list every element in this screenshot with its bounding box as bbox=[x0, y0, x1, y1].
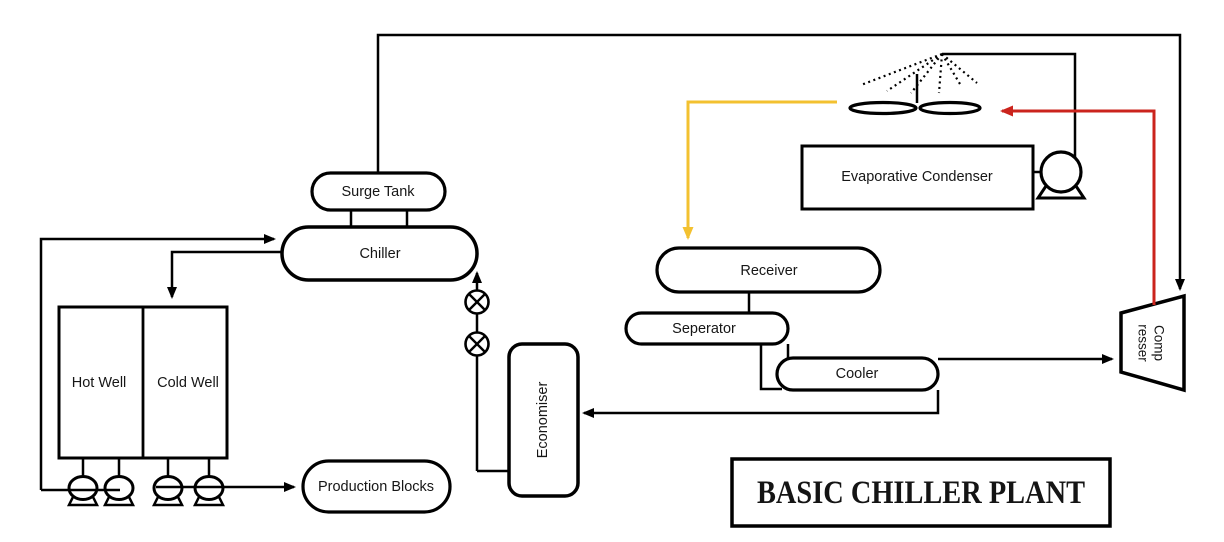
seperator-node bbox=[624, 311, 790, 346]
title-block: BASIC CHILLER PLANT bbox=[730, 457, 1112, 528]
evaporative-condenser-label: Evaporative Condenser bbox=[841, 169, 993, 185]
fan-blade-right bbox=[918, 100, 982, 116]
title-box bbox=[730, 457, 1112, 528]
surge-tank-label: Surge Tank bbox=[341, 184, 415, 200]
pipe-spray-to-condenser-pump bbox=[942, 52, 1077, 157]
economiser-label: Economiser bbox=[535, 382, 551, 459]
chiller-label: Chiller bbox=[359, 246, 400, 262]
pump-icon bbox=[151, 458, 185, 507]
evaporative-condenser-box bbox=[800, 144, 1035, 211]
pipe-hot-well-to-chiller bbox=[39, 234, 276, 490]
pump-icon bbox=[192, 458, 226, 507]
cooler-label: Cooler bbox=[836, 366, 879, 382]
diagram-title: BASIC CHILLER PLANT bbox=[757, 475, 1085, 511]
pump-body bbox=[67, 475, 99, 501]
hot-well-label: Hot Well bbox=[72, 375, 127, 391]
production-blocks-label: Production Blocks bbox=[318, 479, 434, 495]
valve-icon bbox=[464, 331, 490, 357]
pipe-seperator-to-cooler-bottom bbox=[759, 344, 782, 391]
valve-cross bbox=[468, 335, 486, 353]
pump-icon bbox=[66, 458, 100, 507]
pipes-colored bbox=[682, 100, 1156, 305]
compressor-node bbox=[1119, 293, 1186, 393]
valves bbox=[464, 289, 490, 357]
receiver-node bbox=[655, 246, 882, 294]
chiller-node bbox=[280, 225, 479, 282]
fan-blade-left bbox=[848, 100, 918, 116]
valve-icon bbox=[464, 289, 490, 315]
well-tank: Hot Well Cold Well bbox=[57, 305, 229, 460]
production-blocks-node bbox=[301, 459, 452, 514]
pipes-over-pumps bbox=[41, 482, 296, 492]
spray-ray bbox=[937, 53, 944, 94]
pipe-chiller-to-cold-well bbox=[167, 250, 282, 299]
spray-ray bbox=[886, 53, 943, 92]
pipe-surge-tank-to-compressor bbox=[376, 33, 1185, 291]
seperator-label: Seperator bbox=[672, 321, 736, 337]
receiver-label: Receiver bbox=[740, 263, 797, 279]
condenser-pump-icon bbox=[1035, 150, 1087, 200]
pipe-condenser-to-receiver-yellow bbox=[682, 100, 837, 240]
pipe-compressor-to-condenser-red bbox=[1000, 105, 1156, 305]
vessel-labels: Surge Tank Chiller Receiver Seperator Co… bbox=[318, 184, 1167, 495]
spray-icon bbox=[860, 52, 978, 94]
pipes-black bbox=[39, 33, 1185, 490]
spray-ray bbox=[941, 53, 961, 85]
spray-ray bbox=[860, 52, 943, 87]
pump-icon bbox=[102, 458, 136, 507]
fan-icon bbox=[848, 100, 982, 116]
pump-body bbox=[1039, 150, 1083, 194]
economiser-node bbox=[507, 342, 580, 498]
well-pumps bbox=[66, 458, 226, 507]
compressor-label-line2: resser bbox=[1136, 324, 1151, 362]
pump-body bbox=[103, 475, 135, 501]
vessels bbox=[280, 171, 1186, 514]
valve-cross bbox=[468, 293, 486, 311]
evaporative-condenser-node: Evaporative Condenser bbox=[800, 144, 1035, 211]
cooler-node bbox=[775, 356, 940, 392]
surge-tank-node bbox=[310, 171, 447, 212]
pipe-cooler-to-economiser bbox=[582, 390, 940, 418]
compressor-label-line1: Comp bbox=[1152, 325, 1167, 361]
cold-well-label: Cold Well bbox=[157, 375, 219, 391]
spray-ray bbox=[941, 53, 978, 84]
